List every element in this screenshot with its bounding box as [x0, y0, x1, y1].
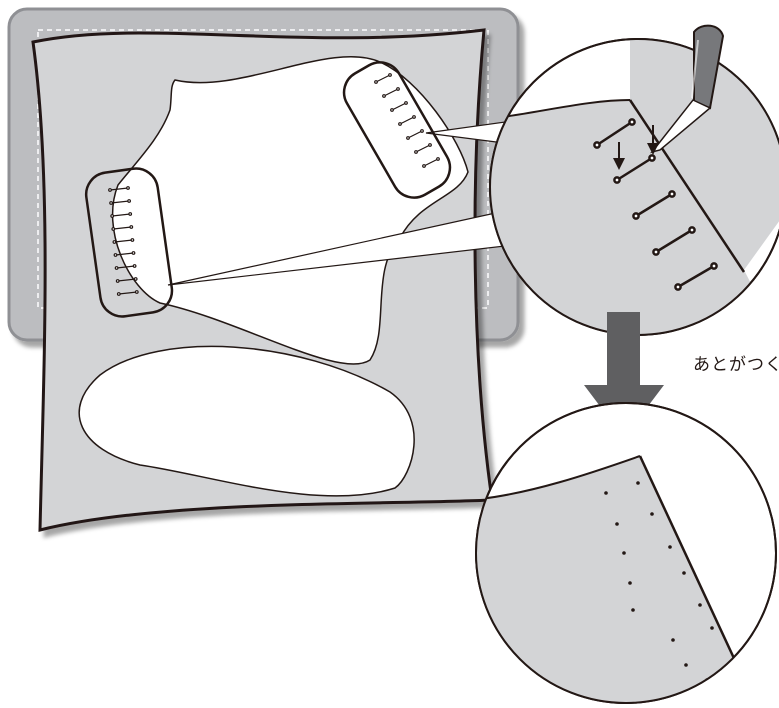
trace-mark-dot — [710, 626, 714, 630]
stitch-mark — [677, 264, 715, 289]
stitch-mark-end — [113, 253, 118, 257]
stitch-mark-end — [404, 101, 408, 105]
stitch-mark-end — [374, 80, 378, 84]
trace-mark-dot — [615, 522, 619, 526]
trace-mark-dot — [671, 638, 675, 642]
press-arrow-icon — [613, 125, 659, 170]
stitch-mark-end — [406, 136, 410, 140]
stitch-mark-end — [396, 87, 400, 91]
stitch-mark-end — [388, 73, 392, 77]
stitch-mark-end — [116, 292, 121, 296]
stitch-mark-end — [398, 122, 402, 126]
stitch-mark-end — [688, 226, 696, 234]
stitch-mark-end — [130, 238, 135, 242]
stitch-mark — [616, 156, 653, 182]
stitch-mark — [415, 144, 431, 153]
trace-mark-dot — [668, 545, 672, 549]
stitch-mark — [117, 278, 136, 282]
stitch-mark-end — [412, 115, 416, 119]
stitch-mark-end — [414, 150, 418, 154]
stitch-mark-end — [593, 141, 601, 149]
trace-mark-dot — [684, 663, 688, 667]
trace-mark-dot — [631, 608, 635, 612]
stitch-mark — [115, 252, 134, 256]
stitch-mark — [109, 187, 129, 191]
trace-mark-dot — [698, 603, 702, 607]
stitch-highlight-right — [342, 61, 452, 199]
stitch-mark-end — [110, 214, 115, 218]
trace-mark-dot — [736, 686, 740, 690]
stitch-mark — [111, 200, 130, 204]
stitch-mark — [635, 192, 673, 218]
zoom-circle-tracing — [489, 38, 779, 336]
stitch-mark-end — [652, 248, 660, 256]
stitch-mark-end — [111, 227, 116, 231]
stitch-mark — [116, 265, 135, 269]
stitch-mark — [407, 130, 423, 139]
stitch-mark — [399, 116, 415, 125]
trace-mark-dot — [622, 551, 626, 555]
stitch-mark-end — [132, 264, 137, 268]
stitch-mark-end — [133, 277, 138, 281]
stitch-mark — [391, 102, 407, 111]
trace-mark-dot — [682, 571, 686, 575]
stitch-mark — [112, 213, 131, 217]
stitch-mark-end — [436, 157, 440, 161]
stitch-mark-end — [129, 225, 134, 229]
trace-mark-dot — [628, 581, 632, 585]
stitch-mark-end — [382, 94, 386, 98]
trace-mark-dot — [636, 481, 640, 485]
stitch-mark-end — [126, 186, 130, 190]
stitch-mark — [655, 228, 693, 254]
stitch-mark-end — [112, 240, 117, 244]
tracing-wheel-icon — [650, 24, 725, 154]
stitch-mark-end — [131, 251, 136, 255]
stitch-mark-end — [628, 118, 636, 126]
stitch-mark — [596, 120, 633, 147]
stitch-mark-end — [134, 290, 139, 294]
stitch-mark-end — [674, 283, 682, 291]
stitch-mark-end — [422, 164, 426, 168]
stitch-mark-end — [109, 201, 113, 205]
stitch-mark — [113, 226, 132, 230]
stitch-mark — [375, 74, 391, 83]
stitch-mark-end — [710, 262, 718, 270]
stitch-mark-end — [632, 212, 640, 220]
stitch-mark — [383, 88, 399, 97]
stitch-mark-end — [108, 188, 112, 192]
stitch-mark — [118, 291, 137, 295]
paper-pattern-lower — [78, 345, 415, 497]
stitch-mark-end — [428, 143, 432, 147]
stitch-mark — [423, 158, 439, 167]
stitch-mark — [114, 239, 133, 243]
stitch-mark-end — [115, 279, 120, 283]
stitch-mark-end — [420, 129, 424, 133]
zoom-circle-marks — [475, 402, 777, 704]
stitch-mark-end — [127, 199, 132, 203]
stitch-mark-end — [613, 176, 621, 184]
stitch-mark-end — [668, 190, 676, 198]
stitch-highlight-left — [84, 167, 174, 318]
stitch-mark-end — [114, 266, 119, 270]
stitch-mark-end — [128, 212, 133, 216]
trace-mark-dot — [650, 512, 654, 516]
marks-remain-caption: あとがつく — [693, 355, 779, 375]
trace-mark-dot — [604, 491, 608, 495]
stitch-mark-end — [648, 154, 656, 162]
stitch-mark-end — [390, 108, 394, 112]
